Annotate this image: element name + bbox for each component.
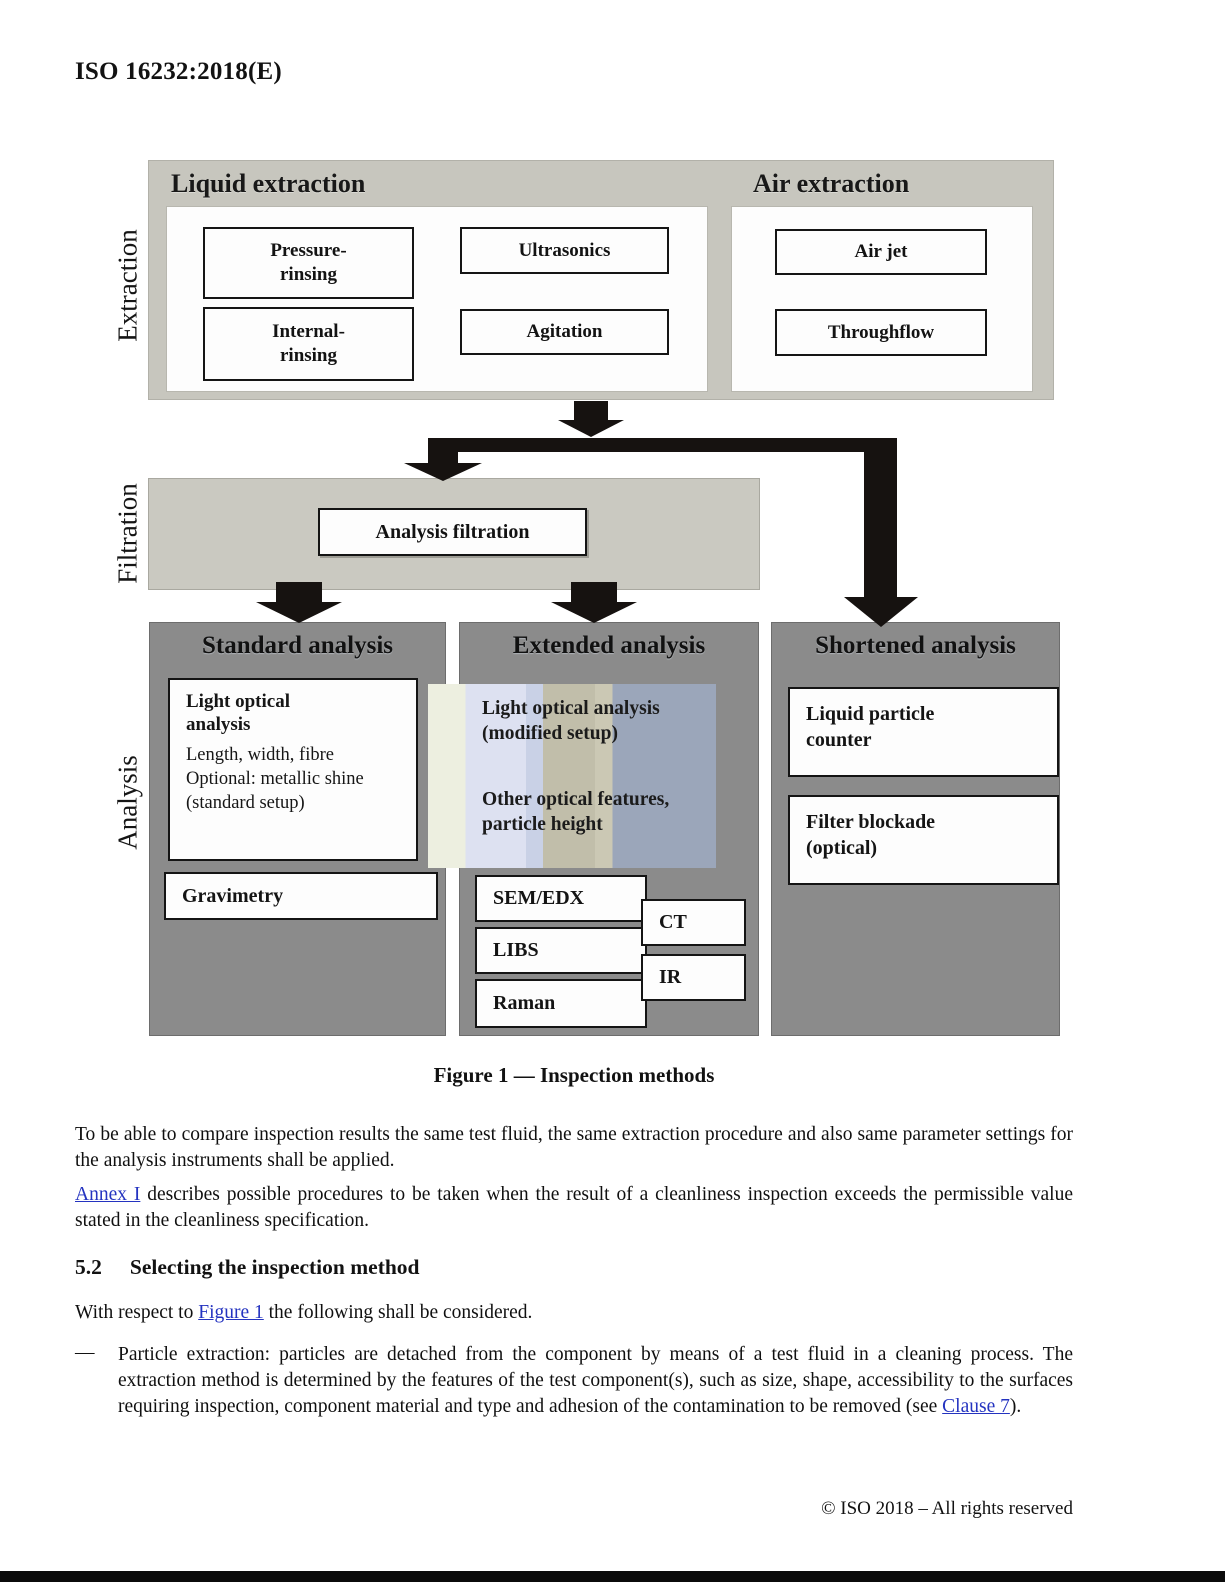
arrow-extended-shaft: [571, 582, 617, 603]
method-label: Ultrasonics: [518, 239, 611, 261]
method-label: Agitation: [526, 321, 603, 343]
gravimetry-box: Gravimetry: [164, 872, 438, 920]
method-label: Air jet: [854, 241, 908, 263]
page-title: ISO 16232:2018(E): [75, 58, 282, 85]
link-annex-i[interactable]: Annex I: [75, 1184, 141, 1205]
arrow-standard-shaft: [276, 582, 322, 603]
libs-label: LIBS: [493, 939, 539, 961]
card-line: Length, width, fibre: [186, 745, 334, 766]
page-bottom-bar: [0, 1571, 1225, 1582]
raman-box: Raman: [475, 979, 647, 1028]
connector-horizontal-bar: [428, 438, 897, 452]
liquid-particle-counter-box: Liquid particle counter: [788, 687, 1059, 777]
connector-left-elbow: [428, 438, 458, 464]
row-label-extraction: Extraction: [112, 229, 143, 342]
raman-label: Raman: [493, 992, 556, 1014]
figure-caption: Figure 1 — Inspection methods: [433, 1063, 715, 1087]
ct-box: CT: [641, 899, 746, 946]
method-box-internal-rinsing: Internal-rinsing: [203, 307, 414, 381]
method-box-air-jet: Air jet: [775, 229, 987, 275]
text-segment: With respect to: [75, 1302, 199, 1323]
bullet-dash: —: [75, 1342, 95, 1363]
sem-edx-label: SEM/EDX: [493, 887, 585, 909]
text-segment: ).: [1009, 1396, 1022, 1418]
ir-label: IR: [659, 966, 682, 988]
method-label: Pressure-rinsing: [270, 240, 347, 285]
ir-box: IR: [641, 954, 746, 1001]
section-title: Selecting the inspection method: [129, 1255, 420, 1279]
extended-note-2: Other optical features, particle height: [482, 788, 670, 836]
arrow-extraction-shaft: [574, 401, 608, 421]
arrow-filtration-head: [404, 463, 482, 481]
arrow-extended-head: [551, 602, 637, 623]
paragraph-with-respect: With respect to Figure 1 the following s…: [75, 1300, 1073, 1326]
filter-blockade-box: Filter blockade (optical): [788, 795, 1059, 885]
gravimetry-label: Gravimetry: [182, 884, 284, 907]
card-line: Optional: metallic shine: [186, 769, 364, 790]
standard-analysis-title: Standard analysis: [201, 632, 394, 659]
text-segment: the following shall be considered.: [263, 1302, 533, 1323]
paragraph-compare-results: To be able to compare inspection results…: [75, 1124, 1073, 1172]
link-figure-1[interactable]: Figure 1: [198, 1302, 264, 1323]
section-number: 5.2: [75, 1255, 102, 1279]
extended-analysis-title: Extended analysis: [512, 632, 706, 659]
arrow-shortened-head: [844, 597, 918, 627]
analysis-filtration-box: Analysis filtration: [318, 508, 587, 556]
liquid-particle-counter-label: Liquid particle counter: [806, 703, 935, 751]
bullet-particle-extraction: Particle extraction: particles are detac…: [118, 1342, 1073, 1420]
method-box-pressure-rinsing: Pressure-rinsing: [203, 227, 414, 299]
row-label-filtration: Filtration: [112, 483, 143, 584]
section-heading-5-2: 5.2 Selecting the inspection method: [75, 1255, 420, 1280]
method-label: Throughflow: [827, 321, 935, 343]
method-box-throughflow: Throughflow: [775, 309, 987, 356]
text-segment: describes possible procedures to be take…: [75, 1184, 1073, 1232]
method-box-agitation: Agitation: [460, 309, 669, 355]
arrow-extraction-head: [558, 420, 624, 437]
card-line: (standard setup): [186, 792, 305, 813]
air-extraction-title: Air extraction: [753, 169, 910, 198]
arrow-standard-head: [256, 602, 342, 623]
shortened-analysis-title: Shortened analysis: [815, 632, 1016, 659]
card-title: Light optical analysis: [186, 691, 290, 736]
method-box-ultrasonics: Ultrasonics: [460, 227, 669, 274]
copyright-notice: © ISO 2018 – All rights reserved: [821, 1498, 1073, 1519]
extended-note-1: Light optical analysis (modified setup): [482, 698, 660, 745]
extended-notes-area: Light optical analysis (modified setup) …: [428, 684, 716, 868]
row-label-analysis: Analysis: [112, 755, 143, 850]
link-clause-7[interactable]: Clause 7: [942, 1396, 1010, 1418]
light-optical-analysis-card: Light optical analysis Length, width, fi…: [168, 678, 418, 861]
connector-right-vertical: [864, 438, 897, 598]
method-label: Internal-rinsing: [272, 321, 345, 366]
libs-box: LIBS: [475, 927, 647, 974]
paragraph-annex-i: Annex I describes possible procedures to…: [75, 1182, 1073, 1234]
ct-label: CT: [659, 911, 687, 933]
analysis-filtration-label: Analysis filtration: [375, 520, 530, 543]
text-segment: Particle extraction: particles are detac…: [118, 1344, 1073, 1418]
sem-edx-box: SEM/EDX: [475, 875, 647, 922]
filter-blockade-label: Filter blockade (optical): [806, 811, 936, 859]
liquid-extraction-title: Liquid extraction: [171, 169, 366, 198]
